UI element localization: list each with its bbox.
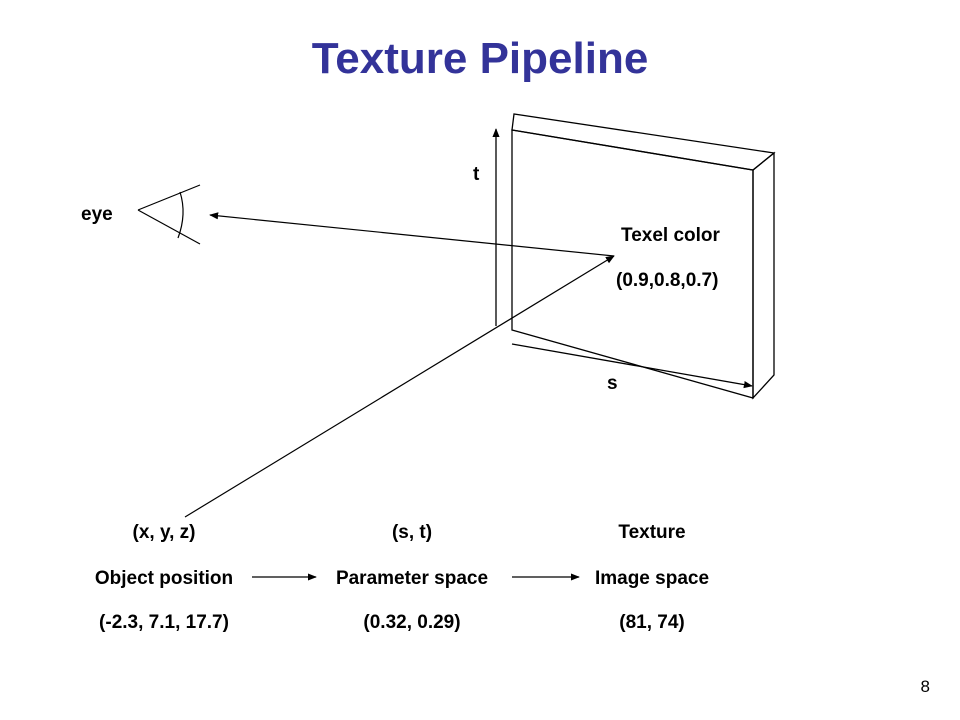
s-axis-label: s [607,373,618,394]
stage-object-coords: (x, y, z) [133,522,196,543]
stage-object-name: Object position [95,568,233,589]
stage-image-value: (81, 74) [619,612,684,633]
slide-title: Texture Pipeline [311,34,649,83]
texture-slab-side-face [752,151,775,400]
eye-icon [137,184,201,245]
texel-color-label: Texel color [621,225,721,246]
stage-parameter-name: Parameter space [336,568,488,589]
ray-object-to-texel [184,255,615,518]
s-axis-arrow [511,343,753,389]
eye-label: eye [81,204,113,225]
texture-slab-top-face [511,113,776,171]
page-number: 8 [920,677,930,696]
texel-color-value: (0.9,0.8,0.7) [616,270,718,291]
stage-parameter-value: (0.32, 0.29) [363,612,460,633]
stage-image-name: Image space [595,568,709,589]
ray-texel-to-eye [209,212,615,257]
texture-slab [511,113,776,400]
stage-object-value: (-2.3, 7.1, 17.7) [99,612,229,633]
t-axis-label: t [473,164,480,185]
stage-image-coords: Texture [618,522,685,543]
texture-slab-front-face [511,129,754,399]
stage-parameter-coords: (s, t) [392,522,432,543]
